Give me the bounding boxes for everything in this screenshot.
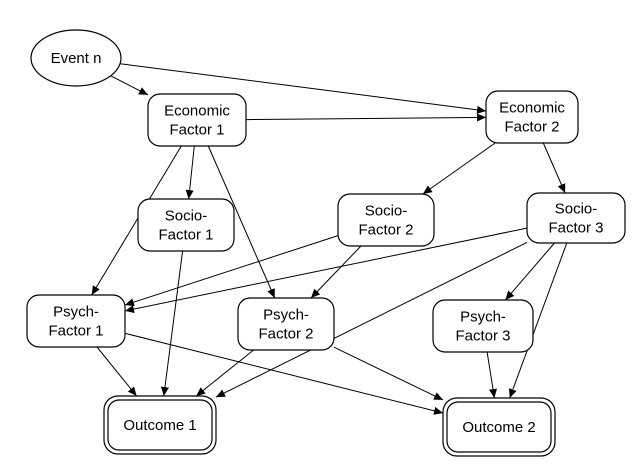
node-label: Outcome 1 [123, 417, 196, 434]
edge-economic-factor-2-to-socio-factor-3 [542, 142, 566, 194]
edge-psych-factor-1-to-outcome-2 [124, 332, 444, 415]
node-outcome-1: Outcome 1 [103, 395, 217, 455]
edge-event-n-to-economic-factor-1 [110, 75, 149, 96]
node-label: Factor 1 [169, 122, 224, 139]
node-label: Economic [499, 100, 565, 117]
node-label: Factor 2 [358, 222, 413, 239]
edge-socio-factor-3-to-outcome-1 [215, 241, 528, 398]
edge-socio-factor-3-to-psych-factor-1 [124, 227, 528, 314]
edge-socio-factor-2-to-psych-factor-1 [124, 235, 339, 307]
node-label: Factor 3 [455, 328, 510, 345]
node-psych-factor-1: Psych- Factor 1 [26, 294, 126, 348]
edge-socio-factor-3-to-outcome-2 [509, 242, 568, 399]
edge-economic-factor-1-to-economic-factor-2 [245, 113, 487, 122]
node-label: Factor 2 [504, 119, 559, 136]
edge-economic-factor-1-to-socio-factor-1 [185, 145, 195, 200]
node-label: Psych- [263, 307, 309, 324]
node-label: Psych- [53, 304, 99, 321]
node-outcome-2: Outcome 2 [442, 397, 556, 457]
edge-psych-factor-2-to-outcome-2 [333, 346, 444, 401]
node-socio-factor-2: Socio- Factor 2 [337, 193, 435, 247]
node-label: Psych- [460, 309, 506, 326]
node-event-n: Event n [30, 29, 122, 87]
node-label: Outcome 2 [462, 419, 535, 436]
node-psych-factor-2: Psych- Factor 2 [237, 297, 335, 351]
edge-socio-factor-2-to-psych-factor-2 [310, 245, 362, 299]
edge-psych-factor-1-to-outcome-1 [96, 346, 137, 397]
edge-psych-factor-3-to-outcome-2 [486, 351, 497, 399]
node-psych-factor-3: Psych- Factor 3 [432, 299, 534, 353]
edge-economic-factor-1-to-psych-factor-2 [207, 145, 276, 299]
node-label: Socio- [365, 203, 408, 220]
node-label: Factor 3 [548, 220, 603, 237]
edge-socio-factor-3-to-psych-factor-3 [505, 242, 555, 301]
node-label: Factor 1 [48, 323, 103, 340]
node-label: Socio- [555, 201, 598, 218]
edge-economic-factor-1-to-psych-factor-1 [91, 145, 182, 296]
edge-event-n-to-economic-factor-2 [120, 63, 487, 114]
node-label: Economic [164, 103, 230, 120]
node-socio-factor-1: Socio- Factor 1 [137, 198, 235, 252]
edges-layer [91, 63, 568, 415]
node-label: Event n [51, 50, 102, 67]
edge-socio-factor-1-to-outcome-1 [160, 250, 184, 397]
node-socio-factor-3: Socio- Factor 3 [526, 192, 626, 244]
node-label: Factor 1 [158, 227, 213, 244]
node-label: Socio- [165, 208, 208, 225]
edge-psych-factor-2-to-outcome-1 [195, 349, 254, 397]
edge-economic-factor-2-to-socio-factor-2 [422, 142, 496, 195]
node-label: Factor 2 [258, 326, 313, 343]
